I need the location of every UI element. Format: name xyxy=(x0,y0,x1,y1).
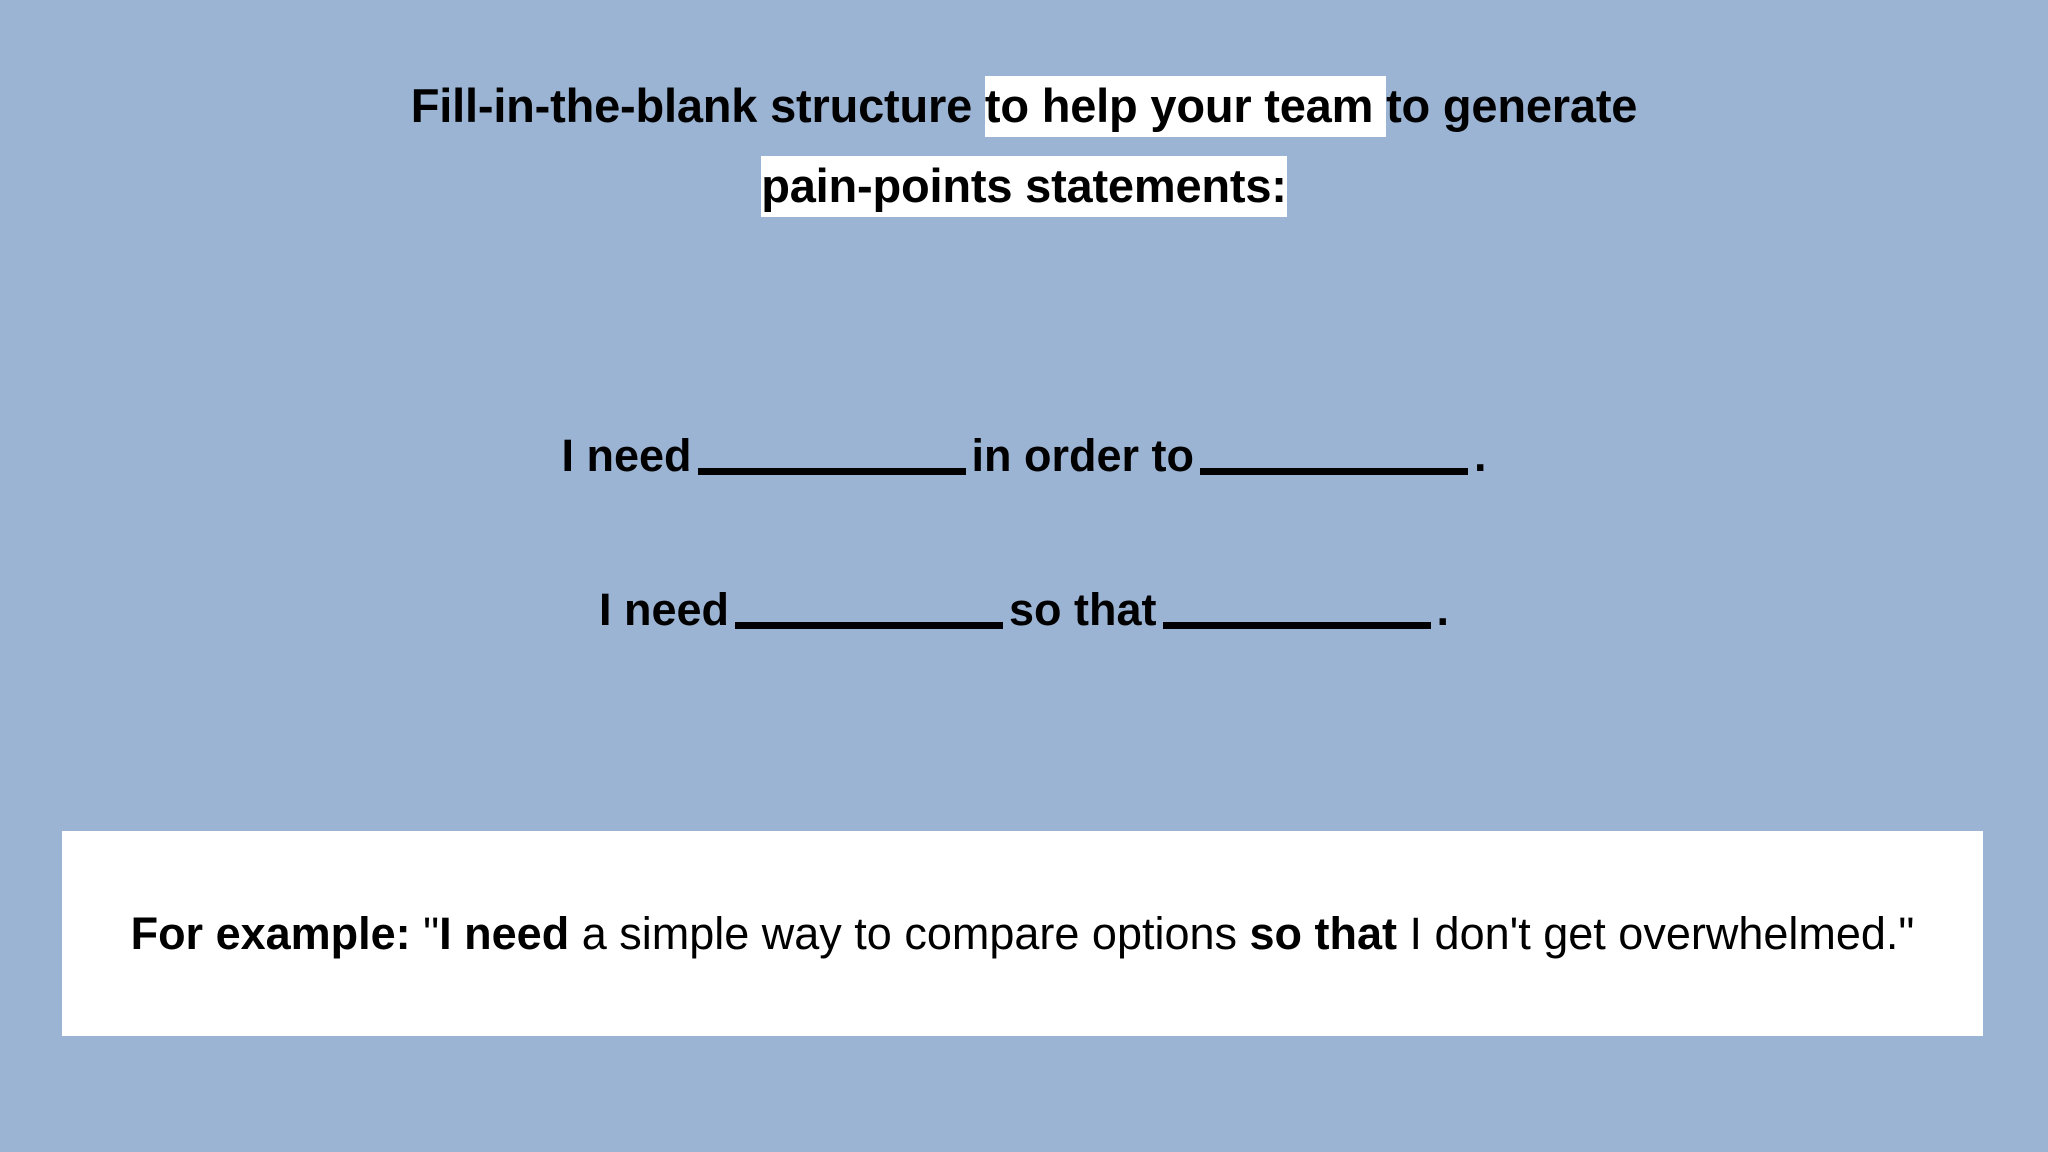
title-line-1-prefix: Fill-in-the-blank structure xyxy=(410,79,985,132)
example-text: For example: "I need a simple way to com… xyxy=(62,902,1983,966)
example-label: For example: xyxy=(130,907,411,959)
example-quote-open: " xyxy=(410,907,440,959)
example-bold-so-that: so that xyxy=(1249,907,1398,959)
statement-2-lead: I need xyxy=(598,584,729,635)
statement-in-order-to: I need in order to. xyxy=(0,430,2048,482)
example-bold-i-need: I need xyxy=(439,907,570,959)
statement-1-blank-2[interactable] xyxy=(1200,432,1469,475)
statement-1-lead: I need xyxy=(561,430,692,481)
statement-1-terminator: . xyxy=(1474,430,1487,481)
statement-2-blank-1[interactable] xyxy=(735,586,1003,629)
statement-2-blank-2[interactable] xyxy=(1162,586,1431,629)
example-tail: I don't get overwhelmed." xyxy=(1397,907,1915,959)
statement-1-blank-1[interactable] xyxy=(697,432,966,475)
statement-1-connector: in order to xyxy=(971,430,1195,481)
title-line-1: Fill-in-the-blank structure to help your… xyxy=(0,66,2048,146)
example-callout-box: For example: "I need a simple way to com… xyxy=(62,831,1983,1036)
title-line-2: pain-points statements: xyxy=(0,146,2048,226)
title-line-1-highlight: to help your team xyxy=(984,76,1387,137)
page-title: Fill-in-the-blank structure to help your… xyxy=(0,66,2048,226)
title-line-1-suffix: to generate xyxy=(1386,79,1638,132)
statement-so-that: I need so that. xyxy=(0,584,2048,636)
statement-2-terminator: . xyxy=(1436,584,1450,635)
statement-2-connector: so that xyxy=(1009,584,1157,635)
title-line-2-highlight: pain-points statements: xyxy=(761,156,1287,217)
example-middle: a simple way to compare options xyxy=(569,907,1250,959)
